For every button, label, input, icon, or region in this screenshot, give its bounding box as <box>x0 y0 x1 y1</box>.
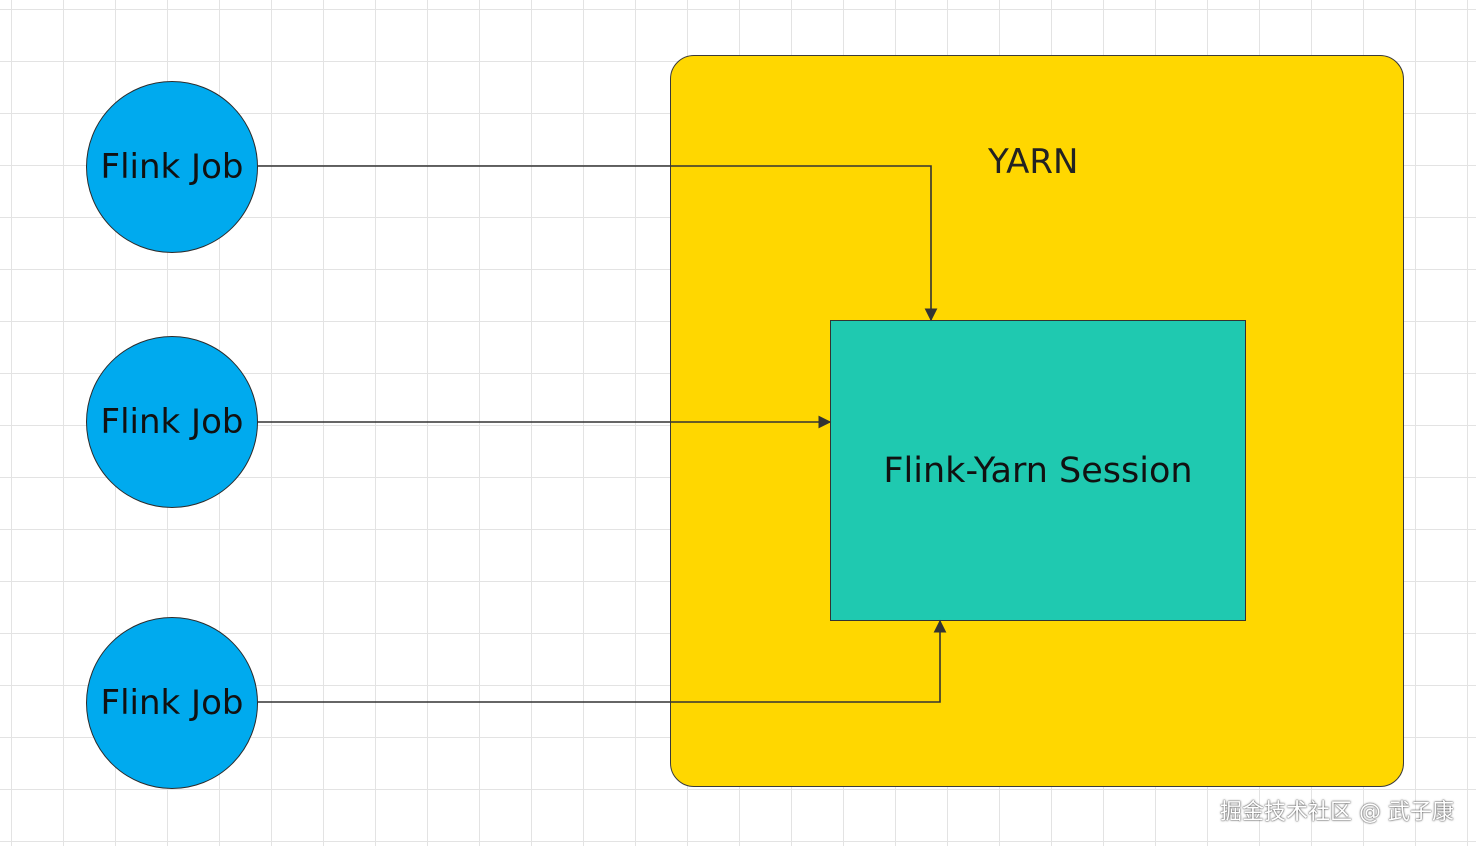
flink-job-node-2[interactable]: Flink Job <box>86 336 258 508</box>
flink-job-node-1[interactable]: Flink Job <box>86 81 258 253</box>
watermark: 掘金技术社区 @ 武子康 <box>1220 800 1454 825</box>
flink-job-label-2: Flink Job <box>100 402 244 442</box>
yarn-label: YARN <box>988 142 1079 182</box>
flink-job-label-1: Flink Job <box>100 147 244 187</box>
session-label: Flink-Yarn Session <box>883 450 1193 491</box>
edge-job1-to-session[interactable] <box>258 165 938 322</box>
flink-job-label-3: Flink Job <box>100 683 244 723</box>
edge-job3-to-session[interactable] <box>258 619 947 703</box>
flink-yarn-session-box[interactable]: Flink-Yarn Session <box>830 320 1246 621</box>
flink-job-node-3[interactable]: Flink Job <box>86 617 258 789</box>
